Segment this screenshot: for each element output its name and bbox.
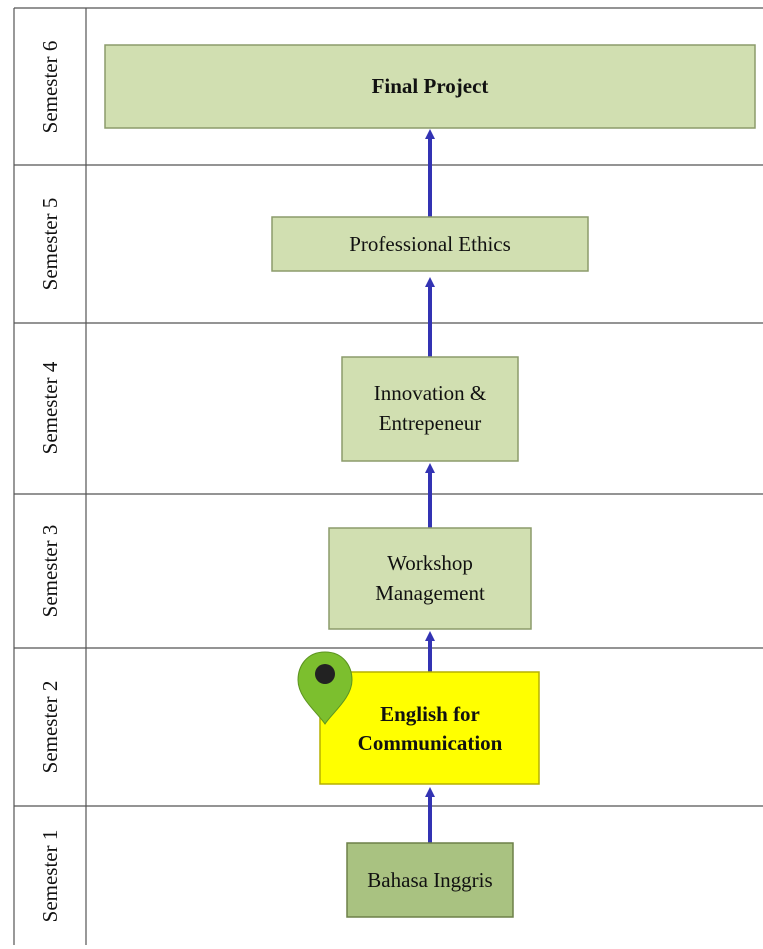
english-label-line1: English for [380,702,480,726]
semester-4-label: Semester 4 [38,361,62,454]
semester-2-label: Semester 2 [38,681,62,774]
semester-5-label: Semester 5 [38,198,62,291]
workshop-label-line2: Management [375,581,485,605]
map-pin-icon [297,651,353,725]
semester-grid [13,7,763,945]
bahasa-inggris-box [346,842,514,918]
innovation-box [341,356,519,462]
bahasa-inggris-label: Bahasa Inggris [367,868,492,892]
semester-1-label: Semester 1 [38,830,62,923]
professional-ethics-label: Professional Ethics [349,232,511,256]
innovation-label-line2: Entrepeneur [379,411,482,435]
workshop-label-line1: Workshop [387,551,473,575]
english-for-communication-box [319,671,540,785]
innovation-label-line1: Innovation & [374,381,487,405]
final-project-box [104,44,756,129]
professional-ethics-box [271,216,589,272]
final-project-label: Final Project [372,74,489,98]
semester-3-label: Semester 3 [38,525,62,618]
workshop-management-box [328,527,532,630]
semester-6-label: Semester 6 [38,41,62,134]
english-label-line2: Communication [358,731,503,755]
